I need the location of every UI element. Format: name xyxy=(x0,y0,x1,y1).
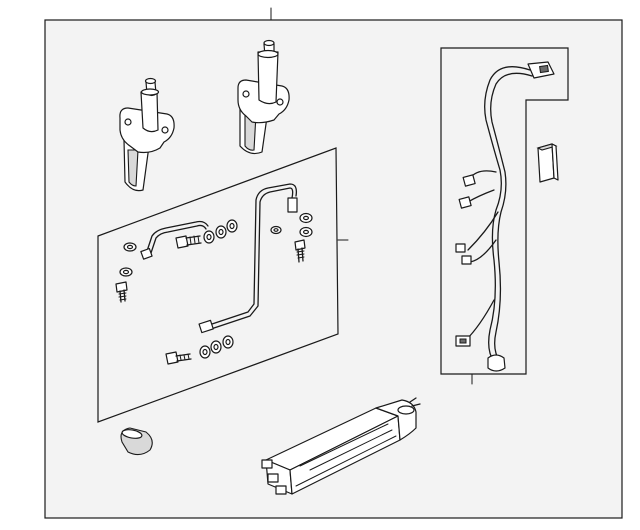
wiring-harness-outline xyxy=(440,47,569,375)
lift-cylinder-left[interactable] xyxy=(119,77,175,192)
connector-block[interactable] xyxy=(536,143,559,183)
lift-cylinder-right[interactable] xyxy=(237,39,290,155)
pump-motor-assembly[interactable] xyxy=(261,397,421,495)
rubber-bumper[interactable] xyxy=(120,427,153,456)
wiring-harness[interactable] xyxy=(440,47,569,385)
hydraulic-line-kit[interactable] xyxy=(97,147,349,423)
hydraulic-kit-outline xyxy=(97,147,339,423)
